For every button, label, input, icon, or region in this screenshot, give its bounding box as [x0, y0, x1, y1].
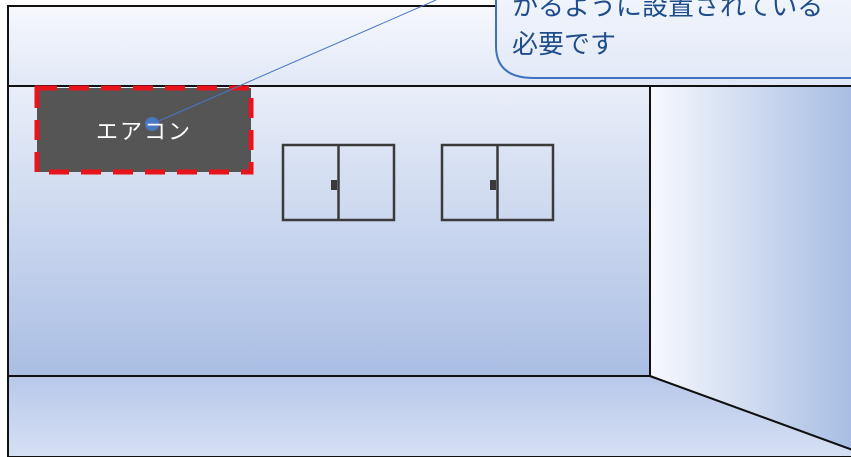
side-wall [649, 85, 851, 451]
leader-line [151, 0, 437, 125]
callout-text: かるように設置されている 必要です [512, 0, 851, 64]
aircon-box [34, 85, 254, 175]
callout-line-1: かるように設置されている [512, 0, 824, 22]
callout-line-2: 必要です [512, 30, 617, 60]
callout-bubble [495, 0, 851, 79]
leader-dot [145, 117, 159, 131]
window-handle [331, 180, 337, 190]
window-handle [490, 180, 496, 190]
window-2 [440, 143, 555, 222]
window-1 [281, 143, 396, 222]
